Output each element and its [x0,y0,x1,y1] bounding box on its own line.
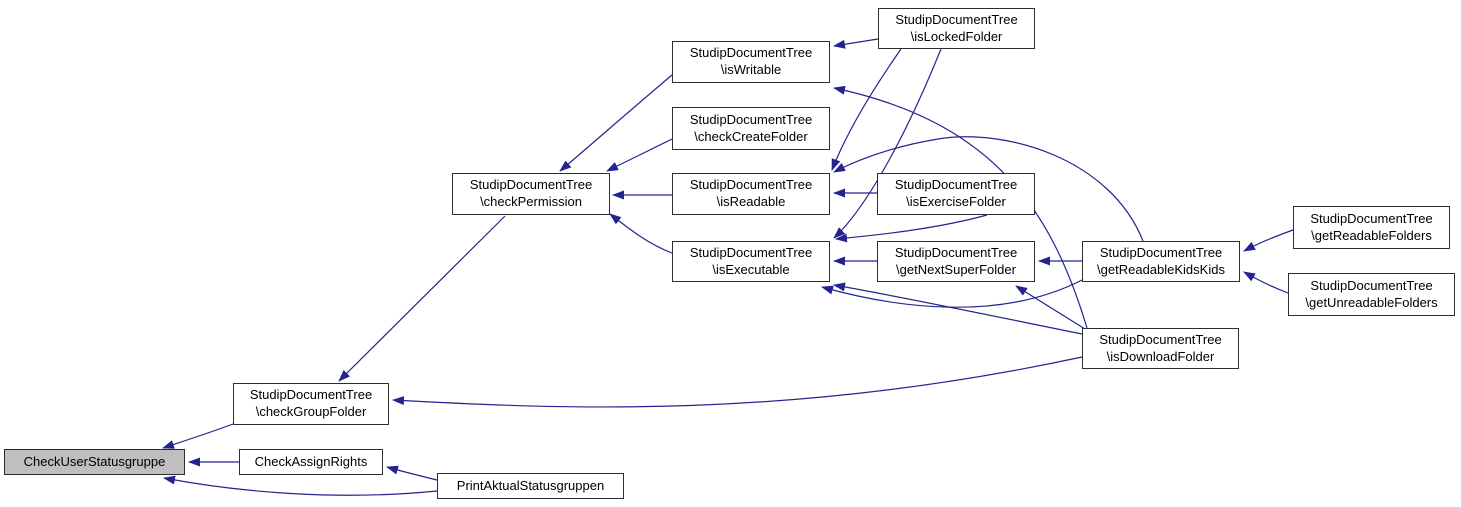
node-checkPermission[interactable]: StudipDocumentTree\checkPermission [452,173,610,215]
node-label-line: \isReadable [716,194,786,209]
node-label-line: \checkCreateFolder [694,128,808,144]
node-label-line: \isExerciseFolder [906,194,1006,209]
edge-isDownloadFolder-checkGroupFolder [392,356,1083,408]
node-label-line: PrintAktualStatusgruppen [456,477,605,493]
edge-getUnreadableFolders-getReadableKidsKids [1243,271,1289,294]
edge-isDownloadFolder-isExecutable [833,282,1083,335]
edge-getReadableFolders-getReadableKidsKids [1243,229,1294,252]
node-label-line: StudipDocumentTree [1310,210,1433,226]
node-CheckAssignRights[interactable]: CheckAssignRights [239,449,383,475]
node-label-line: StudipDocumentTree [1099,331,1222,347]
node-label-line: StudipDocumentTree [1099,244,1223,260]
edge-isExerciseFolder-isExecutable [835,214,988,243]
node-label-line: StudipDocumentTree [894,177,1018,193]
node-getNextSuperFolder[interactable]: StudipDocumentTree\getNextSuperFolder [877,241,1035,282]
node-label-line: \getUnreadableFolders [1305,294,1438,310]
node-CheckUserStatusgruppe: CheckUserStatusgruppe [4,449,185,475]
node-isWritable[interactable]: StudipDocumentTree\isWritable [672,41,830,83]
node-label-line: \checkPermission [480,194,582,209]
node-label-line: \getReadableFolders [1311,227,1432,243]
edge-isExecutable-checkPermission [609,213,673,254]
node-label-line: \isWritable [720,62,782,77]
node-label-line: StudipDocumentTree [689,111,813,127]
node-label-line: CheckAssignRights [254,453,368,469]
node-label-line: StudipDocumentTree [469,177,593,193]
node-PrintAktualStatusgruppen[interactable]: PrintAktualStatusgruppen [437,473,624,499]
node-label-line: \isExecutable [712,261,790,277]
node-isReadable[interactable]: StudipDocumentTree\isReadable [672,173,830,215]
node-checkCreateFolder[interactable]: StudipDocumentTree\checkCreateFolder [672,107,830,150]
node-label-line: StudipDocumentTree [689,244,813,260]
edge-getReadableKidsKids-isReadable [833,136,1144,242]
node-label-line: StudipDocumentTree [894,244,1018,260]
node-isExerciseFolder[interactable]: StudipDocumentTree\isExerciseFolder [877,173,1035,215]
node-label-line: CheckUserStatusgruppe [23,453,166,469]
node-label-line: \isLockedFolder [910,28,1003,44]
node-getUnreadableFolders[interactable]: StudipDocumentTree\getUnreadableFolders [1288,273,1455,316]
node-getReadableKidsKids[interactable]: StudipDocumentTree\getReadableKidsKids [1082,241,1240,282]
node-label-line: \getNextSuperFolder [896,261,1016,277]
edge-checkPermission-checkGroupFolder [338,215,506,382]
edge-isLockedFolder-isWritable [833,38,879,49]
edge-isDownloadFolder-getNextSuperFolder [1015,285,1086,330]
edge-isLockedFolder-isExecutable [833,48,942,239]
edge-getReadableKidsKids-isExecutable [821,279,1083,308]
node-label-line: \isDownloadFolder [1106,348,1215,364]
node-label-line: \checkGroupFolder [255,404,367,419]
node-checkGroupFolder[interactable]: StudipDocumentTree\checkGroupFolder [233,383,389,425]
node-label-line: StudipDocumentTree [689,45,813,61]
node-isLockedFolder[interactable]: StudipDocumentTree\isLockedFolder [878,8,1035,49]
edge-checkCreateFolder-checkPermission [606,138,673,172]
edge-checkGroupFolder-CheckUserStatusgruppe [162,423,234,449]
node-label-line: StudipDocumentTree [249,387,373,403]
edge-isLockedFolder-isReadable [831,48,902,171]
node-label-line: \getReadableKidsKids [1097,261,1225,277]
edge-isWritable-checkPermission [559,74,673,172]
node-label-line: StudipDocumentTree [689,177,813,193]
node-getReadableFolders[interactable]: StudipDocumentTree\getReadableFolders [1293,206,1450,249]
node-isExecutable[interactable]: StudipDocumentTree\isExecutable [672,241,830,282]
edge-PrintAktualStatusgruppen-CheckUserStatusgruppe [163,475,438,496]
node-isDownloadFolder[interactable]: StudipDocumentTree\isDownloadFolder [1082,328,1239,369]
node-label-line: StudipDocumentTree [895,11,1018,27]
edge-PrintAktualStatusgruppen-CheckAssignRights [386,465,438,481]
node-label-line: StudipDocumentTree [1310,277,1433,293]
